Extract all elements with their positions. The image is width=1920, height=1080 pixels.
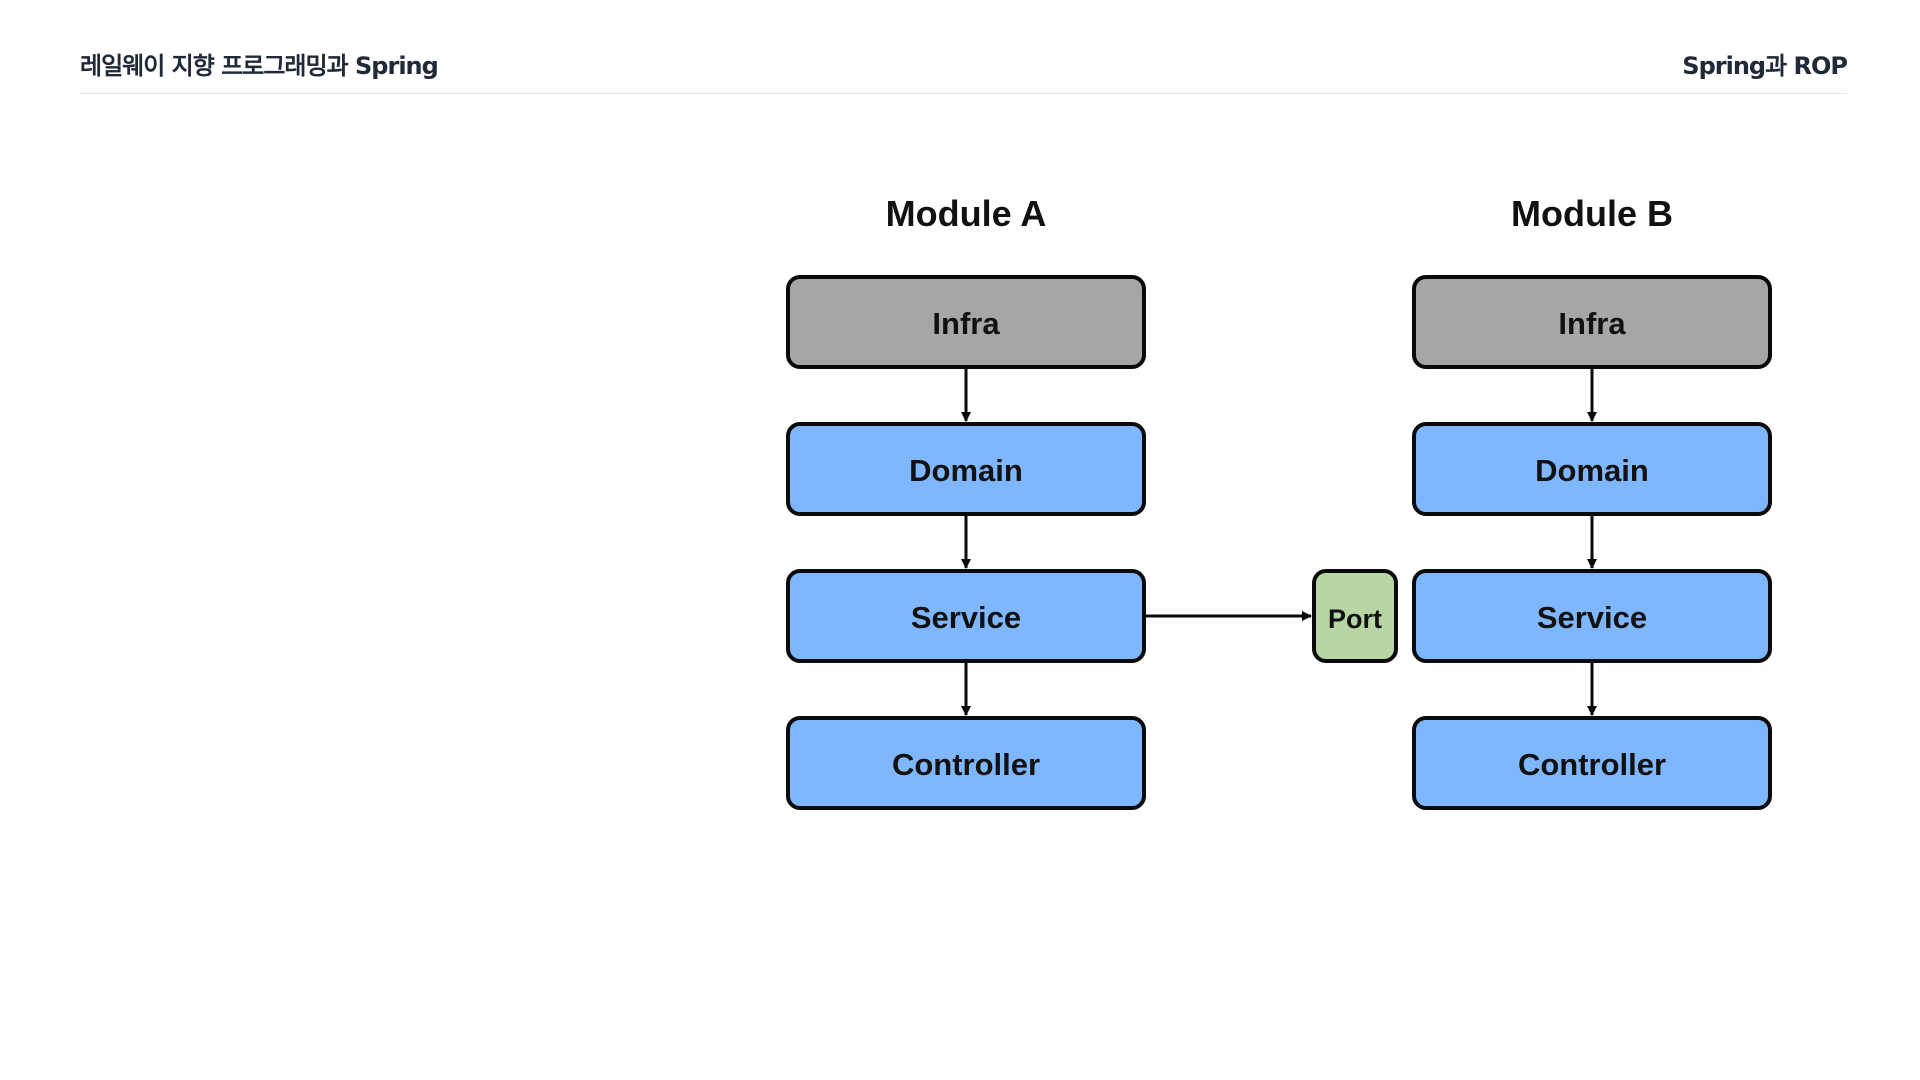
module-a-controller-box: Controller	[786, 716, 1146, 810]
module-b-domain-box: Domain	[1412, 422, 1772, 516]
module-a-title: Module A	[886, 193, 1047, 234]
module-b-controller-box: Controller	[1412, 716, 1772, 810]
module-b-controller-label: Controller	[1518, 747, 1666, 782]
module-a-domain-box: Domain	[786, 422, 1146, 516]
module-b-service-box: Service	[1412, 569, 1772, 663]
module-b-title: Module B	[1511, 193, 1673, 234]
module-b-service-label: Service	[1537, 600, 1647, 635]
module-a-service-label: Service	[911, 600, 1021, 635]
module-b-domain-label: Domain	[1535, 453, 1649, 488]
port-box: Port	[1312, 569, 1398, 663]
port-label: Port	[1328, 604, 1382, 634]
module-b-infra-label: Infra	[1558, 306, 1626, 341]
section-title: Spring과 ROP	[1682, 52, 1848, 80]
module-a-service-box: Service	[786, 569, 1146, 663]
module-a-domain-label: Domain	[909, 453, 1023, 488]
module-a-infra-label: Infra	[932, 306, 1000, 341]
module-a-controller-label: Controller	[892, 747, 1040, 782]
header-divider	[80, 93, 1847, 94]
presentation-title: 레일웨이 지향 프로그래밍과 Spring	[80, 52, 439, 80]
module-a-infra-box: Infra	[786, 275, 1146, 369]
module-b-infra-box: Infra	[1412, 275, 1772, 369]
